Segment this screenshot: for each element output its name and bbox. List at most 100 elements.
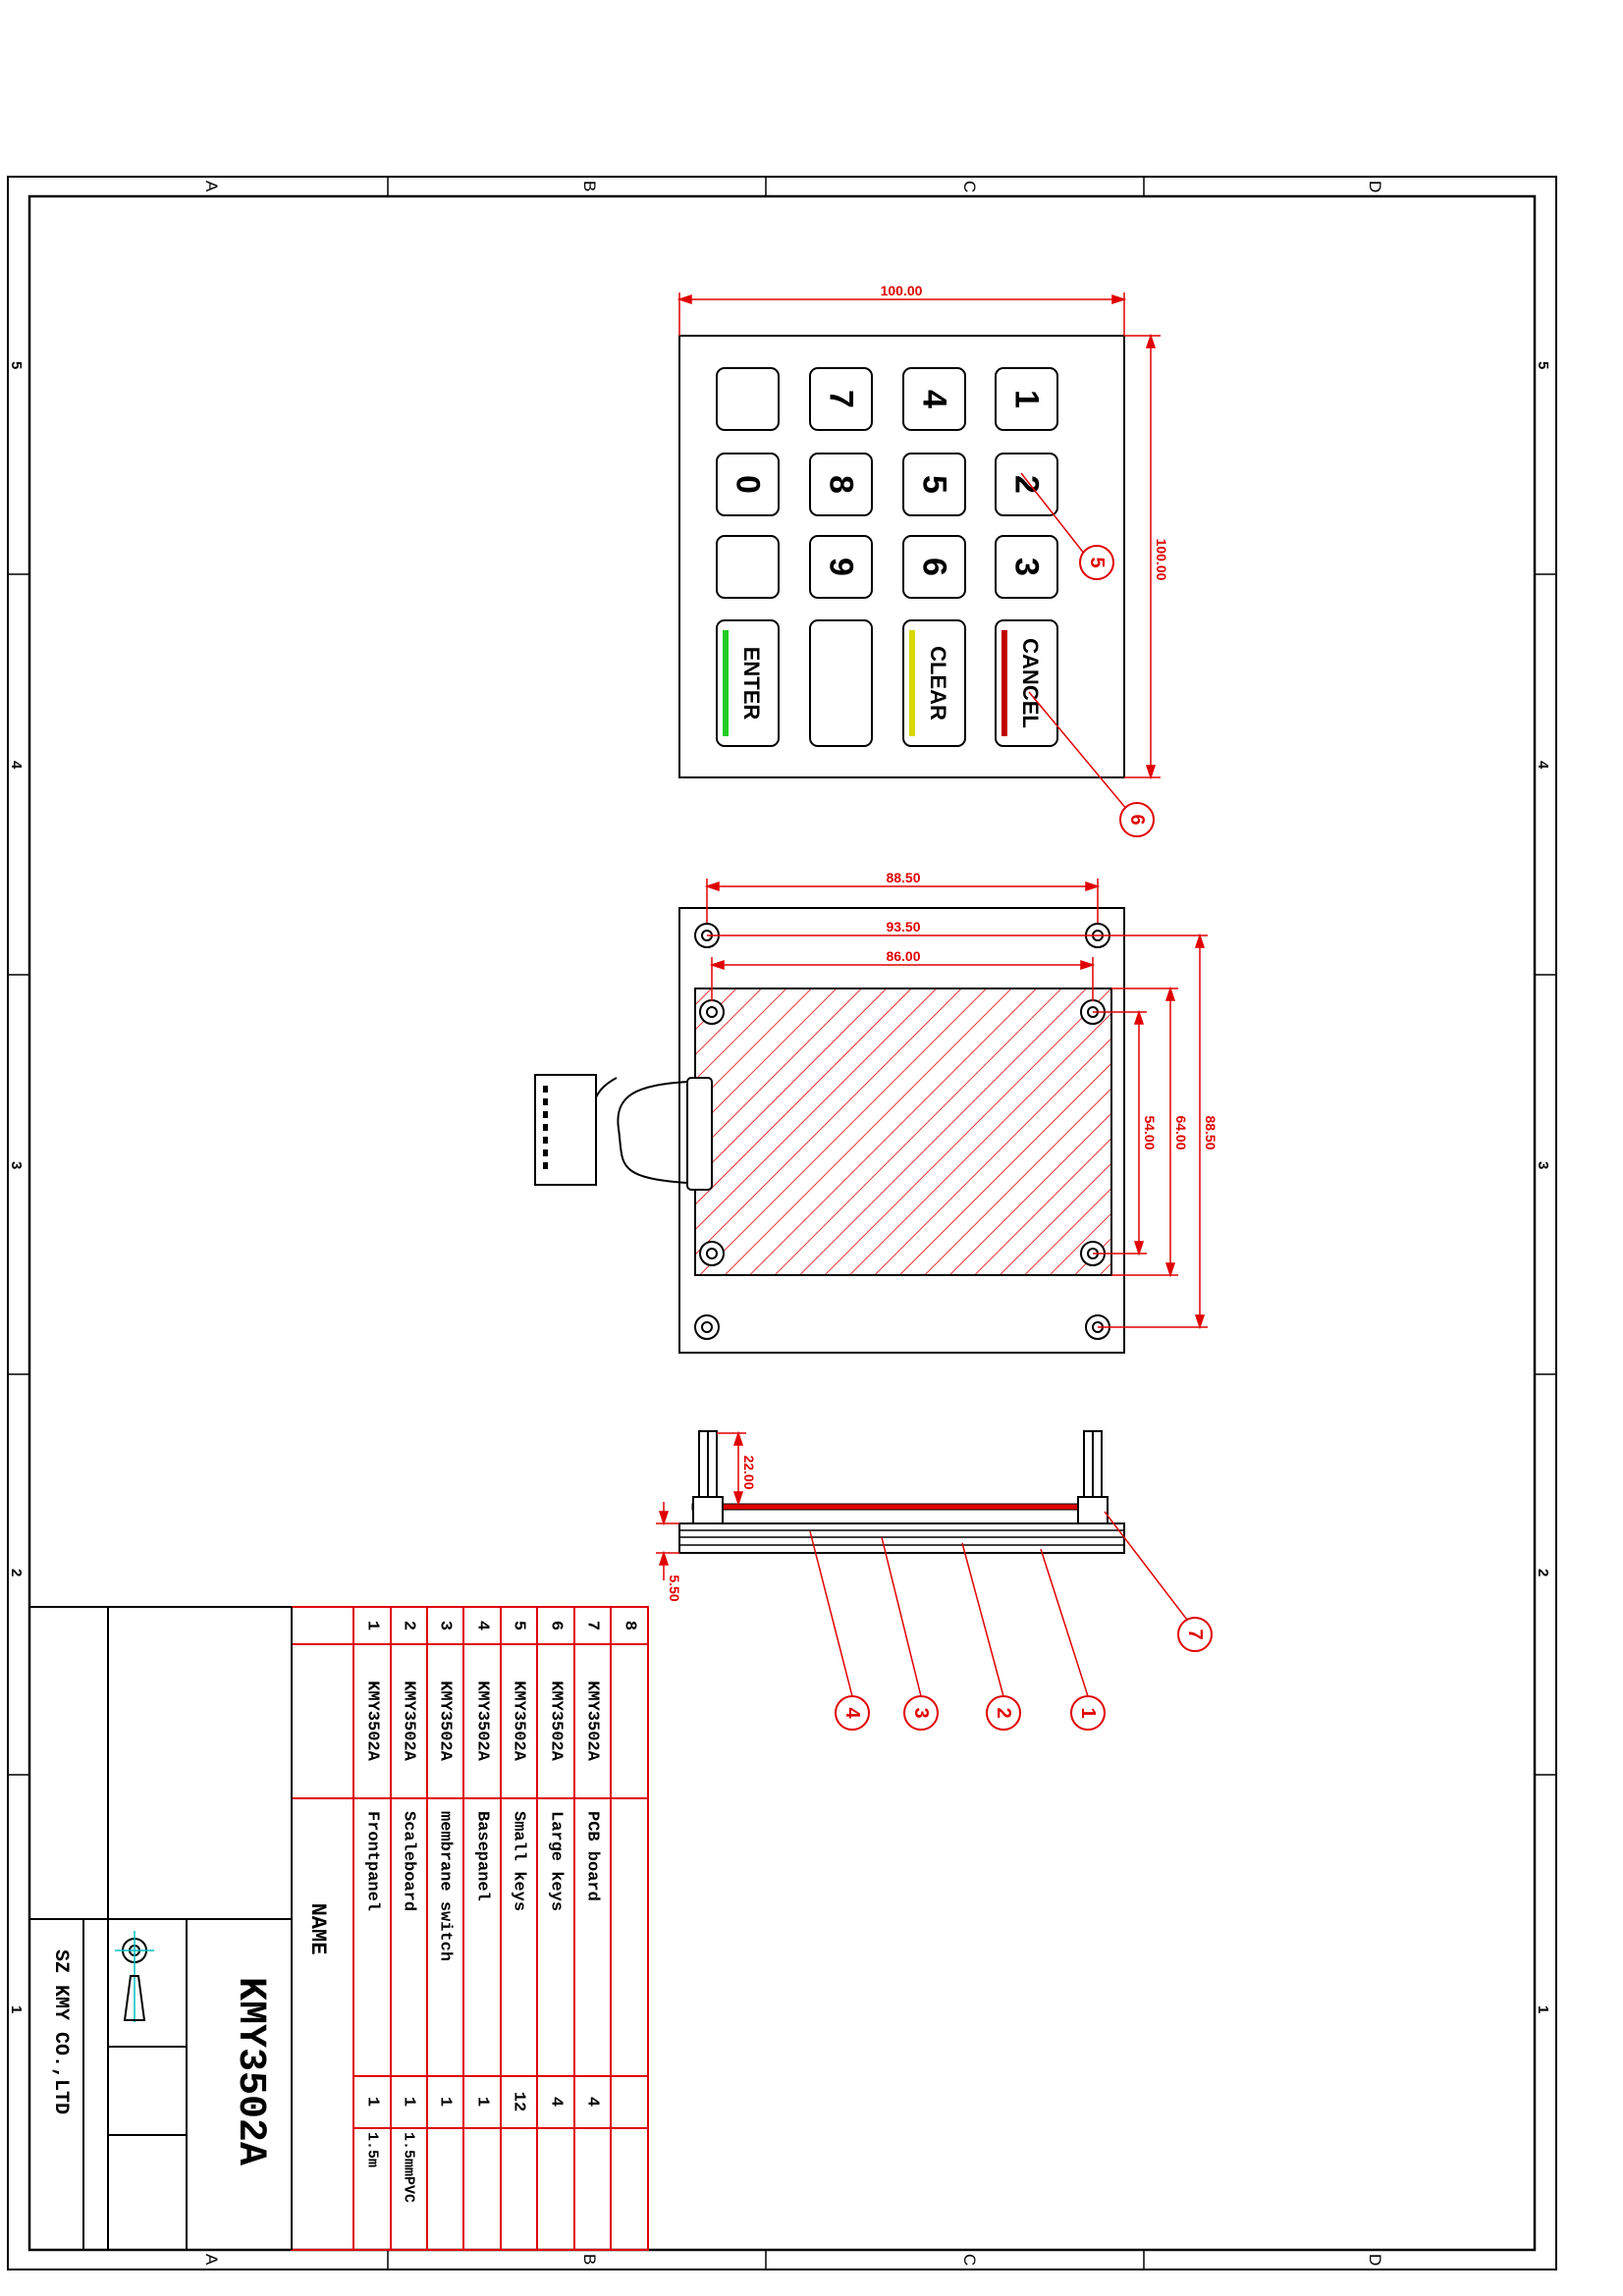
keypad-key: 1	[995, 367, 1058, 431]
bom-cell-code: KMY3502A	[400, 1681, 418, 1761]
pcb-outer-height-label: 88.50	[1203, 1115, 1218, 1149]
keypad-key: 0	[716, 453, 780, 516]
bom-cell-no: 6	[547, 1621, 566, 1630]
projection-symbol-icon	[115, 1931, 154, 2022]
drawing-frame	[7, 176, 1557, 2270]
row-label-1: 1	[8, 2005, 25, 2013]
bom-cell-no: 5	[510, 1621, 528, 1630]
keypad-key: CANCEL	[995, 619, 1058, 747]
side-top-dimension-label: 22.00	[741, 1455, 757, 1489]
pcb-view: 88.50 93.50 86.00 54.00 64.00 88.50	[534, 870, 1218, 1354]
bom-cell-code: KMY3502A	[363, 1681, 382, 1761]
key-label: CANCEL	[1018, 638, 1043, 728]
callouts	[835, 545, 1213, 1731]
pcb-mid-height-label: 64.00	[1173, 1115, 1189, 1149]
bill-of-materials: 1KMY3502AFrontpanel11.5m2KMY3502AScalebo…	[291, 1606, 649, 2251]
title-block	[29, 1606, 293, 2250]
keypad-key: 4	[902, 367, 966, 431]
bom-cell-qty: 4	[547, 2097, 566, 2107]
column-label-b: B	[580, 181, 599, 191]
bom-cell-code: KMY3502A	[583, 1681, 602, 1761]
key-indicator-led	[1001, 630, 1007, 736]
bom-cell-note: 1.5m	[364, 2132, 381, 2167]
key-label: 3	[1008, 558, 1046, 576]
row-label-1-right: 1	[1535, 2005, 1551, 2013]
bom-cell-code: KMY3502A	[473, 1681, 492, 1761]
pcb-inner-height-label: 54.00	[1142, 1115, 1158, 1149]
keypad-width-dimension	[676, 293, 1127, 336]
bom-cell-code: KMY3502A	[547, 1681, 566, 1761]
company-name: SZ KMY CO.,LTD	[49, 1949, 72, 2114]
callout-1: 1	[1077, 1707, 1099, 1718]
row-label-5-right: 5	[1535, 361, 1551, 369]
side-view: 22.00 5.50	[656, 1430, 1191, 1697]
bom-cell-no: 3	[436, 1621, 455, 1630]
column-label-c-bottom: C	[960, 2254, 979, 2266]
callout-7: 7	[1184, 1629, 1206, 1639]
bom-cell-name: Scaleboard	[400, 1811, 418, 1911]
bom-cell-name: Basepanel	[473, 1811, 492, 1901]
callout-6: 6	[1126, 814, 1148, 825]
bom-cell-name: Small keys	[510, 1811, 528, 1911]
keypad-key	[716, 535, 780, 599]
bom-cell-no: 1	[363, 1621, 382, 1630]
bom-cell-qty: 4	[583, 2097, 602, 2107]
key-label: 1	[1008, 390, 1046, 408]
bom-cell-name: Large keys	[547, 1811, 566, 1911]
key-label: 6	[916, 558, 953, 576]
keypad-height-dimension	[1124, 333, 1161, 780]
key-indicator-led	[909, 630, 915, 736]
bom-cell-name: membrane switch	[436, 1811, 455, 1961]
row-label-5: 5	[8, 361, 25, 369]
keypad-key: 8	[809, 453, 873, 516]
ribbon-connector	[534, 1074, 713, 1191]
bom-cell-name: PCB board	[583, 1811, 602, 1901]
callout-5: 5	[1086, 557, 1108, 567]
keypad-key: 3	[995, 535, 1058, 599]
bom-cell-no: 4	[473, 1621, 492, 1630]
key-indicator-led	[723, 630, 729, 736]
row-label-3: 3	[8, 1161, 25, 1169]
pcb-outer-width-label: 88.50	[886, 870, 920, 885]
bom-cell-no: 8	[621, 1621, 639, 1630]
key-label: 4	[916, 390, 953, 408]
keypad-width-label: 100.00	[881, 283, 923, 298]
keypad-key: 2	[995, 453, 1058, 516]
product-title: KMY3502A	[228, 1977, 272, 2165]
keypad-height-label: 100.00	[1154, 539, 1169, 581]
keypad-key: 9	[809, 535, 873, 599]
keypad-key: 6	[902, 535, 966, 599]
callout-4: 4	[841, 1707, 863, 1719]
column-label-a-bottom: A	[202, 2254, 221, 2266]
column-label-c: C	[960, 181, 979, 192]
callout-3: 3	[910, 1707, 932, 1718]
row-label-2: 2	[8, 1569, 25, 1576]
key-label: 0	[730, 475, 767, 494]
key-label: 8	[823, 475, 860, 494]
column-label-b-bottom: B	[580, 2254, 599, 2265]
bom-cell-qty: 1	[400, 2097, 418, 2107]
keypad-key: 5	[902, 453, 966, 516]
side-bottom-dimension-label: 5.50	[667, 1575, 682, 1601]
bom-cell-no: 2	[400, 1621, 418, 1630]
bom-cell-code: KMY3502A	[510, 1681, 528, 1761]
column-label-d-bottom: D	[1366, 2254, 1384, 2266]
pcb-inner-width-label: 86.00	[886, 948, 920, 964]
bom-cell-note: 1.5mmPVC	[401, 2132, 417, 2203]
key-label: ENTER	[739, 647, 764, 721]
column-label-d: D	[1366, 181, 1384, 192]
row-label-3-right: 3	[1535, 1161, 1551, 1169]
keypad-key: CLEAR	[902, 619, 966, 747]
key-label: 7	[823, 390, 860, 408]
bom-cell-qty: 1	[363, 2097, 382, 2107]
key-label: 5	[916, 475, 953, 494]
bom-cell-qty: 1	[473, 2097, 492, 2107]
keypad-key: ENTER	[716, 619, 780, 747]
key-label: CLEAR	[926, 646, 950, 721]
row-label-4: 4	[8, 761, 25, 770]
key-label: 2	[1008, 475, 1046, 494]
bom-name-header: NAME	[305, 1903, 330, 1955]
column-label-a: A	[202, 181, 221, 192]
